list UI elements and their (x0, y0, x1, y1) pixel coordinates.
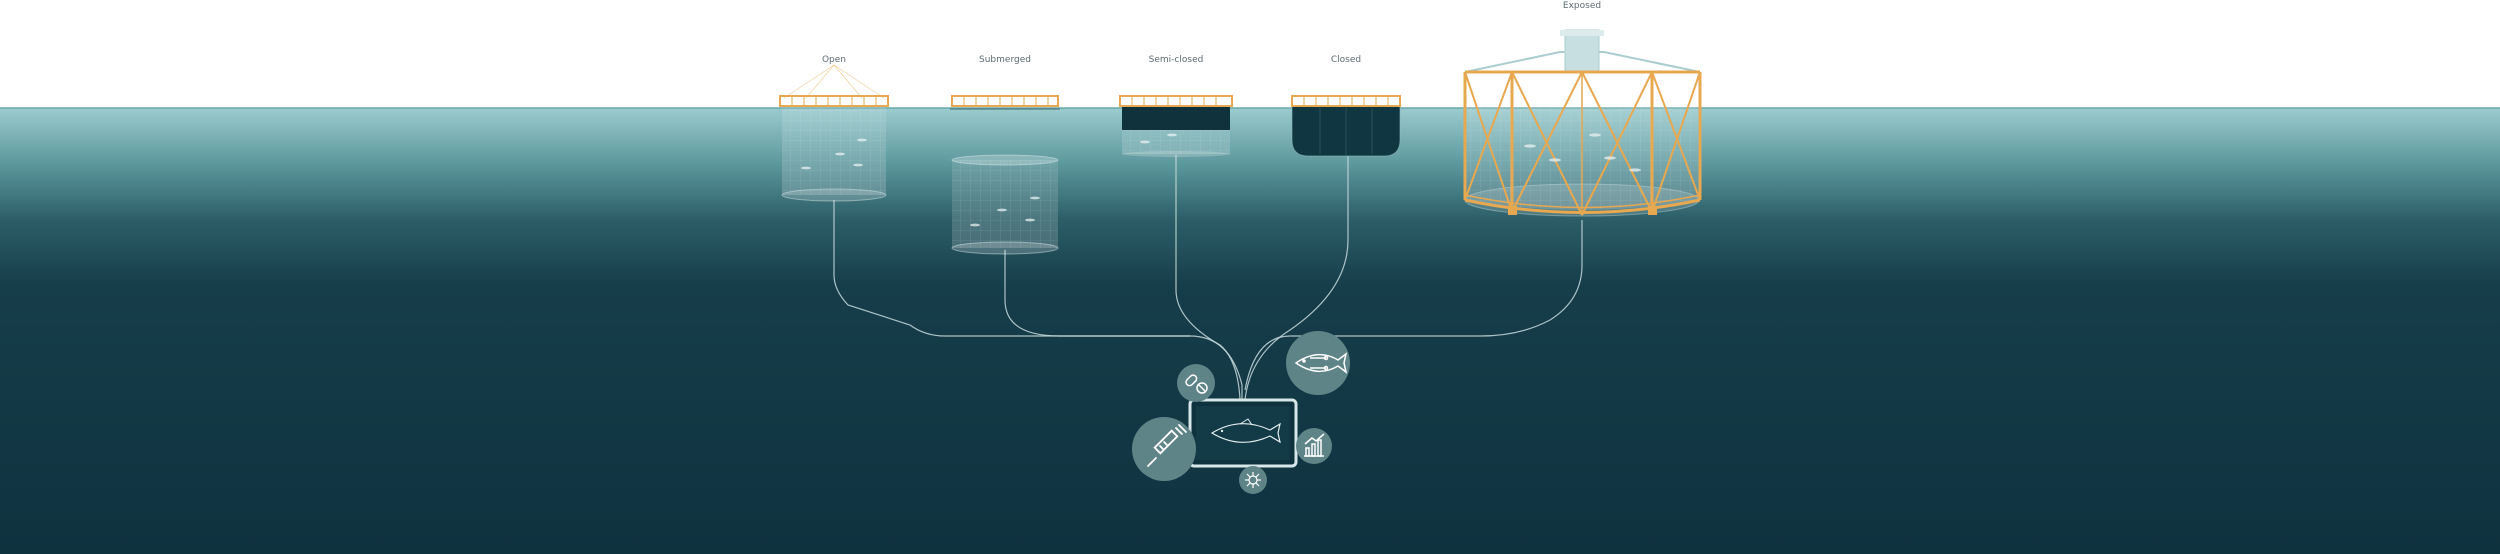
label-open: Open (822, 55, 846, 65)
label-exposed: Exposed (1563, 1, 1601, 11)
pills-icon (1177, 364, 1215, 402)
label-submerged: Submerged (979, 55, 1031, 65)
exposed-tower (1564, 29, 1600, 73)
tech-fish-icon (1286, 331, 1350, 395)
cage-open (779, 64, 889, 202)
virus-icon (1239, 466, 1267, 494)
chart-icon (1296, 428, 1332, 464)
cage-submerged (950, 95, 1060, 255)
cage-exposed (1463, 29, 1702, 217)
monitor-fish-icon (1188, 398, 1298, 468)
cage-semi-closed (1119, 95, 1233, 157)
label-semi-closed: Semi-closed (1149, 55, 1204, 65)
syringe-icon (1132, 417, 1196, 481)
cage-closed (1291, 95, 1401, 157)
sky (0, 0, 2500, 108)
label-closed: Closed (1331, 55, 1361, 65)
connector-lines (833, 155, 1583, 401)
